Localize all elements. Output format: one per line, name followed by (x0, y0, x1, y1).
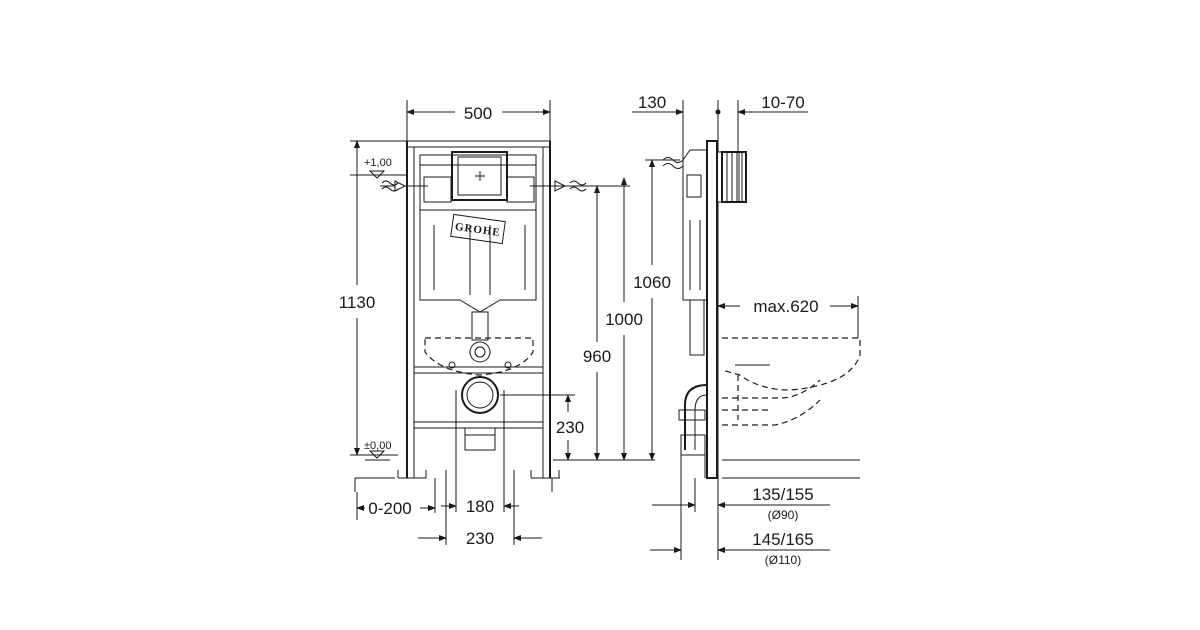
cistern: GROHE (419, 151, 537, 363)
dimension-width: 500 (406, 100, 551, 141)
bowl-label: max.620 (753, 297, 818, 316)
dimension-wall: 10-70 (715, 93, 808, 152)
dim-1060: 1060 (633, 273, 671, 292)
pipe-90-label: 135/155 (752, 485, 813, 504)
height-dimensions: 1060 1000 960 230 (500, 159, 680, 461)
floor-line (354, 477, 560, 492)
pipe-110-sub: (Ø110) (765, 553, 801, 567)
dimension-pipe-110: 145/165 (Ø110) (650, 478, 830, 567)
wall-label: 10-70 (761, 93, 804, 112)
bowl-outline-front (424, 337, 534, 376)
side-view: 130 10-70 max.620 135/155 (Ø90) (632, 93, 861, 567)
offset-label: 0-200 (368, 499, 411, 518)
outer-width-label: 230 (466, 529, 494, 548)
width-label: 500 (464, 104, 492, 123)
flush-connector (721, 151, 747, 203)
level-top-label: +1,00 (364, 157, 392, 169)
dimension-bowl: max.620 (717, 296, 859, 338)
front-view: GROHE (339, 100, 630, 548)
dim-230: 230 (556, 418, 584, 437)
side-frame (706, 140, 718, 479)
dimension-offset: 0-200 (356, 478, 436, 520)
dimension-pipe-90: 135/155 (Ø90) (652, 478, 830, 560)
bowl-outline-side (721, 337, 861, 391)
height-label: 1130 (339, 293, 376, 312)
dim-1000: 1000 (605, 310, 643, 329)
pipe-110-label: 145/165 (752, 530, 813, 549)
dimension-outer: 230 (418, 470, 542, 548)
pipe-90-sub: (Ø90) (768, 508, 799, 522)
frame (397, 140, 560, 479)
level-bottom-label: ±0,00 (364, 440, 391, 452)
depth-label: 130 (638, 93, 666, 112)
dimension-depth: 130 (632, 93, 684, 169)
drain-outlet (448, 361, 512, 451)
dimension-height: 1130 (339, 140, 376, 456)
dimension-inner: 180 (441, 390, 519, 516)
brand-label: GROHE (454, 221, 501, 239)
water-inlets (380, 180, 630, 192)
inner-width-label: 180 (466, 497, 494, 516)
dim-960: 960 (583, 347, 611, 366)
